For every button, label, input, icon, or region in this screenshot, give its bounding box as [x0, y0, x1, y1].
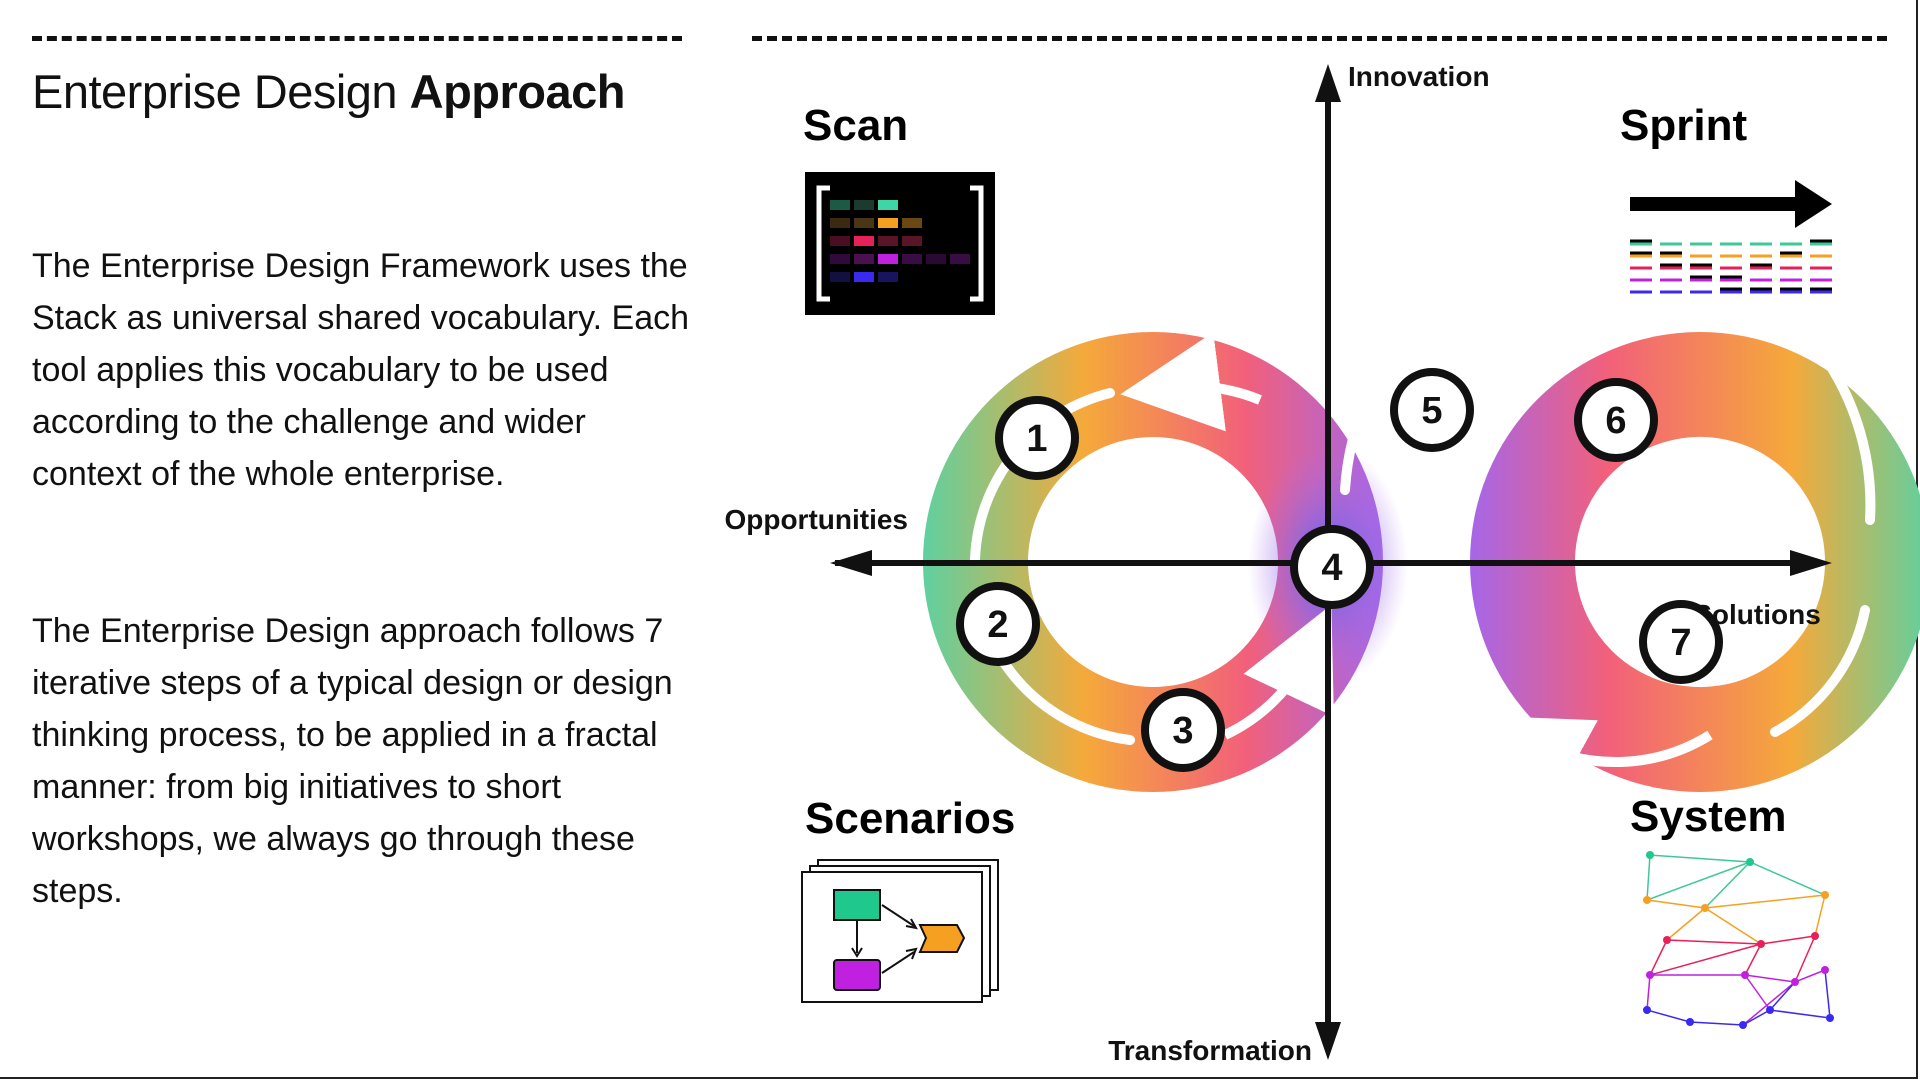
system-network-icon	[1643, 851, 1834, 1029]
title-regular: Enterprise Design	[32, 65, 398, 118]
axis-label-top: Innovation	[1348, 61, 1490, 92]
step-marker-3: 3	[1141, 688, 1225, 772]
flow-arrow-bottom-right	[1770, 605, 1870, 737]
title-bold: Approach	[409, 65, 626, 118]
quadrant-label-system: System	[1630, 792, 1787, 841]
axis-arrow-right	[1790, 550, 1832, 576]
page-title: Enterprise Design Approach	[32, 64, 626, 119]
step-number: 2	[987, 604, 1008, 646]
step-number: 4	[1321, 547, 1342, 589]
step-marker-2: 2	[956, 582, 1040, 666]
step-marker-1: 1	[995, 396, 1079, 480]
quadrant-label-scan: Scan	[803, 101, 908, 150]
axis-arrow-down	[1315, 1022, 1341, 1060]
axis-arrow-left	[830, 550, 872, 576]
step-marker-6: 6	[1574, 378, 1658, 462]
flow-arrow-bottom-right-head	[1486, 715, 1713, 808]
intro-paragraph: The Enterprise Design Framework uses the…	[32, 247, 690, 493]
step-number: 3	[1172, 710, 1193, 752]
flow-arrow-top-left-head	[1120, 332, 1262, 432]
quadrant-label-sprint: Sprint	[1620, 101, 1747, 150]
axis-arrow-up	[1315, 64, 1341, 102]
axis-label-bottom: Transformation	[1108, 1035, 1312, 1066]
step-number: 6	[1605, 400, 1626, 442]
diagram-svg: Innovation Transformation Opportunities …	[724, 61, 1920, 1066]
step-marker-4: 4	[1290, 525, 1374, 609]
design-approach-diagram: Innovation Transformation Opportunities …	[700, 50, 1920, 1081]
axis-label-left: Opportunities	[724, 504, 908, 535]
step-marker-7: 7	[1639, 600, 1723, 684]
flow-arrow-bottom-left-head	[1222, 604, 1334, 740]
step-number: 5	[1421, 390, 1442, 432]
flow-arrow-top-right	[1340, 237, 1876, 525]
scan-matrix-icon	[805, 172, 995, 315]
quadrant-label-scenarios: Scenarios	[805, 794, 1015, 843]
sprint-arrow-icon	[1630, 180, 1832, 294]
scenario-cards-icon	[801, 859, 999, 1003]
step-number: 1	[1026, 418, 1047, 460]
loop-right-ring	[1470, 332, 1920, 792]
step-marker-5: 5	[1390, 368, 1474, 452]
step-number: 7	[1670, 622, 1691, 664]
top-dashed-rule-left	[32, 36, 682, 41]
infinity-loop	[923, 237, 1920, 808]
top-dashed-rule-right	[752, 36, 1887, 41]
steps-paragraph: The Enterprise Design approach follows 7…	[32, 612, 673, 910]
